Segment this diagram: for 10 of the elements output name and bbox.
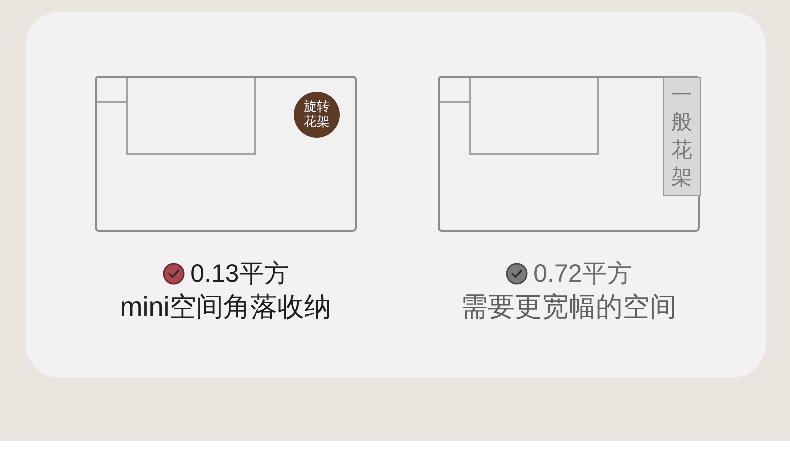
room-outline — [438, 76, 700, 232]
rack-bar — [663, 77, 701, 196]
rack-circle — [294, 92, 340, 138]
area-text: 0.72平方 — [534, 260, 632, 289]
caption-text: 需要更宽幅的空间 — [461, 292, 677, 324]
rack-label: 一般花架 — [670, 82, 694, 191]
caption-text: mini空间角落收纳 — [120, 292, 332, 324]
rack-label: 旋转花架 — [303, 100, 331, 130]
area-text: 0.13平方 — [190, 260, 290, 289]
room-outline — [95, 76, 357, 232]
